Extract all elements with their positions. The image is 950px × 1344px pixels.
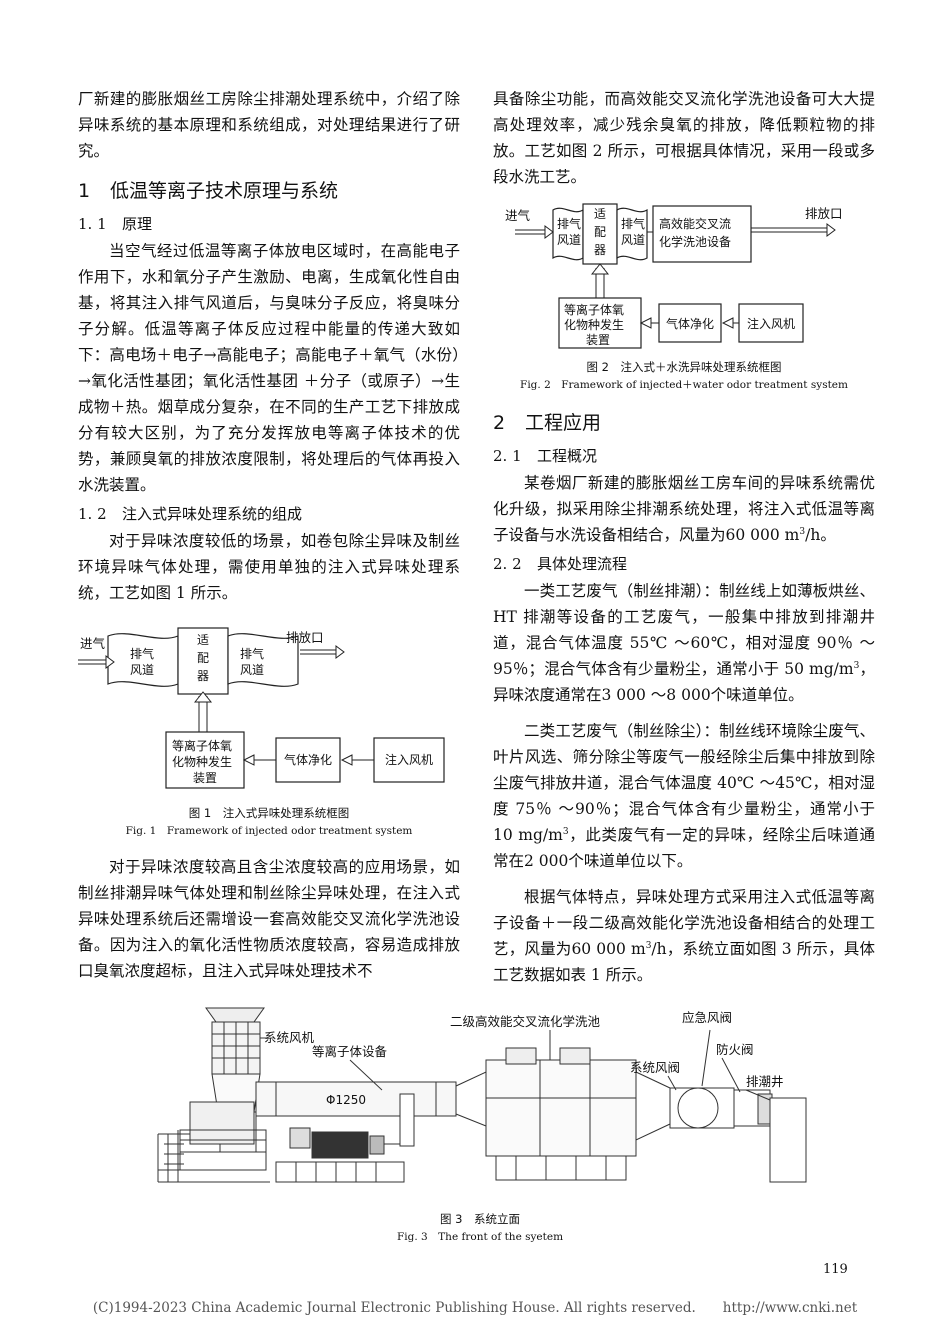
fig1-caption-en: Fig. 1 Framework of injected odor treatm… xyxy=(125,825,413,837)
fig2-caption-en: Fig. 2 Framework of injected＋water odor … xyxy=(520,379,848,391)
fig2-washer-line2: 化学洗池设备 xyxy=(659,234,731,249)
injection-fan-box xyxy=(373,737,445,783)
fig3-fan-label: 系统风机 xyxy=(264,1030,315,1045)
intro-paragraph: 厂新建的膨胀烟丝工房除尘排潮处理系统中，介绍了除异味系统的基本原理和系统组成，对… xyxy=(78,90,460,160)
fig1-outlet-label: 排放口 xyxy=(286,630,324,645)
fig2-adapter-line1: 适 xyxy=(594,207,606,221)
fig1-inlet-label: 进气 xyxy=(80,636,106,651)
fig3-diameter-label: Φ1250 xyxy=(326,1093,366,1107)
class2-paragraph: 二类工艺废气（制丝除尘）：制丝线环境除尘废气、叶片风选、筛分除尘等废气一般经除尘… xyxy=(493,722,875,870)
figure-3-drawing: 系统风机 等离子体设备 二级高效能交叉流化学洗池 应急风阀 防火阀 系统风阀 排… xyxy=(157,1007,807,1183)
principle-paragraph: 当空气经过低温等离子体放电区域时，在高能电子作用下，水和氧分子产生激励、电离，生… xyxy=(78,242,460,494)
figure-2-diagram: 进气 排放口 排气 风道 适 配 器 排气 风道 高效能交叉流 化学洗池设备 等… xyxy=(505,203,843,349)
copyright-footer: (C)1994-2023 China Academic Journal Elec… xyxy=(92,1300,858,1316)
fig1-duct1-line1: 排气 xyxy=(130,646,154,661)
fig1-duct1-line2: 风道 xyxy=(130,663,154,677)
fig2-plasma-line3: 装置 xyxy=(586,333,610,347)
duct-2-shape xyxy=(616,207,648,261)
washer-box xyxy=(652,205,752,263)
fig3-shaft-label: 排潮井 xyxy=(746,1074,784,1089)
fig2-adapter-line3: 器 xyxy=(594,243,606,257)
fig1-adapter-line1: 适 xyxy=(197,633,209,647)
page-number: 119 xyxy=(823,1262,848,1277)
fig2-purify-label: 气体净化 xyxy=(666,316,714,331)
fig1-plasma-line2: 化物种发生 xyxy=(172,754,232,769)
fig1-fan-label: 注入风机 xyxy=(385,752,433,767)
fig1-plasma-line3: 装置 xyxy=(193,771,217,785)
composition-paragraph: 对于异味浓度较低的场景，如卷包除尘异味及制丝环境异味气体处理，需使用单独的注入式… xyxy=(78,532,460,602)
fig3-emergency-valve-label: 应急风阀 xyxy=(682,1010,732,1025)
figure-1: 进气 排放口 排气 风道 适 配 器 排气 风道 等离子体氧 化物种发生 装置 … xyxy=(78,614,460,840)
fig3-caption-cn: 图 3 系统立面 xyxy=(440,1212,520,1226)
fig3-fire-valve-label: 防火阀 xyxy=(716,1042,754,1057)
plasma-generator-box xyxy=(558,297,642,349)
left-column: 厂新建的膨胀烟丝工房除尘排潮处理系统中，介绍了除异味系统的基本原理和系统组成，对… xyxy=(78,86,460,984)
fig2-washer-line1: 高效能交叉流 xyxy=(659,216,731,231)
continued-paragraph: 具备除尘功能，而高效能交叉流化学洗池设备可大大提高处理效率，减少残余臭氧的排放，… xyxy=(493,90,875,186)
right-column: 具备除尘功能，而高效能交叉流化学洗池设备可大大提高处理效率，减少残余臭氧的排放，… xyxy=(493,86,875,988)
fig3-caption-en: Fig. 3 The front of the syetem xyxy=(396,1231,564,1243)
fig1-adapter-line2: 配 xyxy=(197,651,209,665)
duct-2-shape xyxy=(227,633,299,687)
class1-paragraph: 一类工艺废气（制丝排潮）：制丝线上如薄板烘丝、HT 排潮等设备的工艺废气，一般集… xyxy=(493,582,875,704)
figure-1-diagram: 进气 排放口 排气 风道 适 配 器 排气 风道 等离子体氧 化物种发生 装置 … xyxy=(78,627,445,789)
fig3-plasma-label: 等离子体设备 xyxy=(312,1044,388,1059)
fig3-washer-label: 二级高效能交叉流化学洗池 xyxy=(450,1014,601,1029)
fig2-duct2-line1: 排气 xyxy=(621,216,645,231)
fig1-purify-label: 气体净化 xyxy=(284,752,332,767)
fig2-plasma-line1: 等离子体氧 xyxy=(564,302,624,317)
fig2-duct1-line1: 排气 xyxy=(557,216,581,231)
fig1-duct2-line1: 排气 xyxy=(240,646,264,661)
overview-paragraph: 某卷烟厂新建的膨胀烟丝工房车间的异味系统需优化升级，拟采用除尘排潮系统处理，将注… xyxy=(493,474,875,544)
fig2-outlet-label: 排放口 xyxy=(805,206,843,221)
fig2-adapter-line2: 配 xyxy=(594,225,606,239)
after-fig1-paragraph: 对于异味浓度较高且含尘浓度较高的应用场景，如制丝排潮异味气体处理和制丝除尘异味处… xyxy=(78,858,460,980)
fig1-adapter-line3: 器 xyxy=(197,669,209,683)
fig2-duct2-line2: 风道 xyxy=(621,233,645,247)
gas-purify-box xyxy=(275,737,341,783)
method-paragraph: 根据气体特点，异味处理方式采用注入式低温等离子设备＋一段二级高效能化学洗池设备相… xyxy=(493,888,875,984)
gas-purify-box xyxy=(658,303,722,343)
fig2-plasma-line2: 化物种发生 xyxy=(564,317,624,332)
figure-2: 进气 排放口 排气 风道 适 配 器 排气 风道 高效能交叉流 化学洗池设备 等… xyxy=(493,198,875,394)
fig3-system-valve-label: 系统风阀 xyxy=(630,1060,680,1075)
figure-3: 系统风机 等离子体设备 二级高效能交叉流化学洗池 应急风阀 防火阀 系统风阀 排… xyxy=(150,1002,810,1246)
fig2-inlet-label: 进气 xyxy=(505,208,531,223)
fig2-caption-cn: 图 2 注入式＋水洗异味处理系统框图 xyxy=(586,360,782,374)
fig2-fan-label: 注入风机 xyxy=(747,316,795,331)
fig1-duct2-line2: 风道 xyxy=(240,663,264,677)
fig2-duct1-line2: 风道 xyxy=(557,233,581,247)
fig1-caption-cn: 图 1 注入式异味处理系统框图 xyxy=(188,806,350,820)
fig1-plasma-line1: 等离子体氧 xyxy=(172,738,232,753)
